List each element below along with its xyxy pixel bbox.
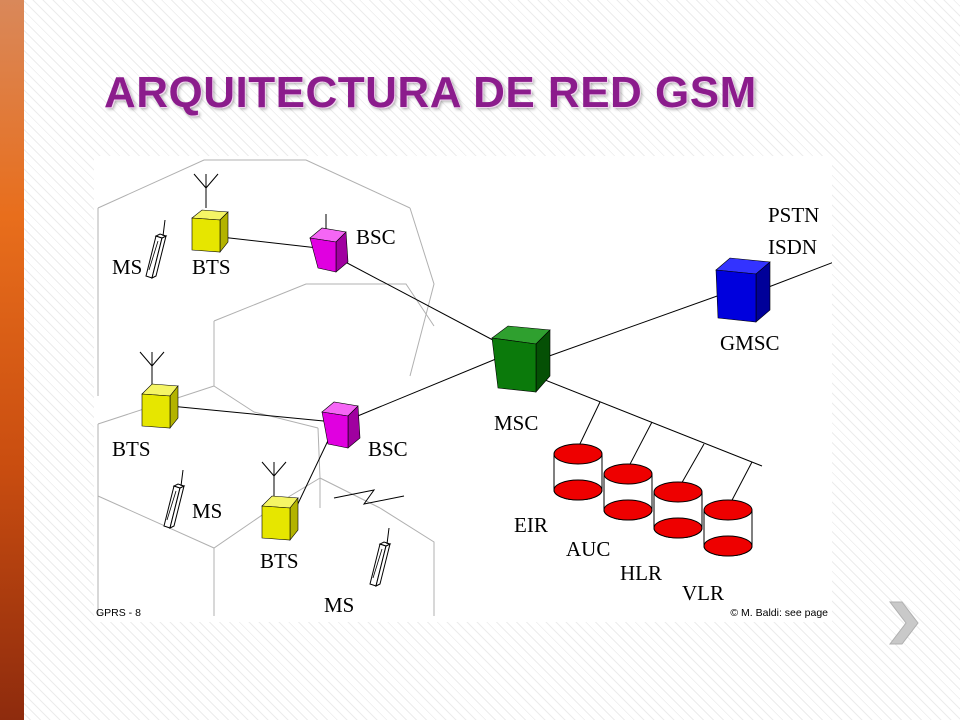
chevron-right-icon: [888, 601, 919, 645]
hlr-database-icon: [653, 481, 703, 539]
label-bts-bottom: BTS: [260, 549, 299, 573]
ms-bottom-handset-icon: [369, 527, 391, 587]
eir-database-icon: [553, 443, 603, 501]
label-ms-bottom: MS: [324, 593, 354, 617]
label-msc: MSC: [494, 411, 538, 435]
bsc-top-node: [309, 227, 349, 273]
antenna-icon: [261, 461, 287, 497]
label-hlr: HLR: [620, 561, 662, 585]
label-bts-middle: BTS: [112, 437, 151, 461]
bts-middle-node: [141, 383, 179, 429]
footer-right: © M. Baldi: see page: [730, 607, 828, 619]
label-gmsc: GMSC: [720, 331, 780, 355]
label-bts-top: BTS: [192, 255, 231, 279]
bts-bottom-node: [261, 495, 299, 541]
auc-database-icon: [603, 463, 653, 521]
label-isdn: ISDN: [768, 235, 817, 259]
slide-title: ARQUITECTURA DE RED GSM: [104, 68, 757, 117]
bsc-bottom-node: [321, 401, 361, 449]
side-accent-bar: [0, 0, 24, 720]
label-vlr: VLR: [682, 581, 724, 605]
label-pstn: PSTN: [768, 203, 819, 227]
gmsc-node: [715, 257, 771, 323]
msc-node: [491, 325, 551, 393]
antenna-icon: [193, 173, 219, 209]
label-bsc-bottom: BSC: [368, 437, 408, 461]
network-links: [169, 235, 832, 513]
label-bsc-top: BSC: [356, 225, 396, 249]
bts-top-node: [191, 209, 229, 253]
vlr-database-icon: [703, 499, 753, 557]
ms-top-handset-icon: [145, 219, 167, 279]
gsm-architecture-diagram: BSC BTS MS BTS BSC MS BTS MS MSC GMSC PS…: [94, 156, 832, 622]
footer-left: GPRS - 8: [96, 607, 141, 619]
next-slide-button[interactable]: [884, 598, 924, 648]
label-eir: EIR: [514, 513, 548, 537]
ms-middle-handset-icon: [163, 469, 185, 529]
label-ms-top: MS: [112, 255, 142, 279]
label-auc: AUC: [566, 537, 610, 561]
antenna-icon: [139, 351, 165, 387]
label-ms-middle: MS: [192, 499, 222, 523]
